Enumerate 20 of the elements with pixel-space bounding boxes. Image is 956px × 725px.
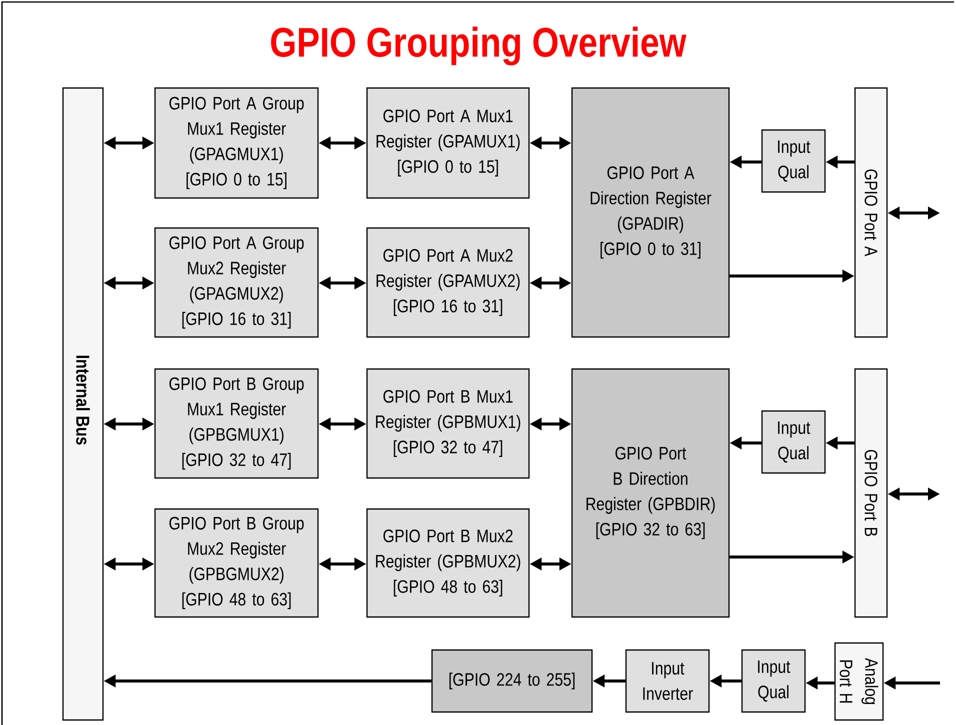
process-box: Input Inverter xyxy=(625,649,710,713)
register-box: GPIO Port A Group Mux1 Register (GPAGMUX1) [GPIO 0 to 15] xyxy=(154,87,319,199)
bus-bar: Internal Bus xyxy=(62,87,104,721)
register-box: GPIO Port B Group Mux2 Register (GPBGMUX2) [GPIO 48 to 63] xyxy=(154,508,319,618)
register-box: GPIO Port A Group Mux2 Register (GPAGMUX2) [GPIO 16 to 31] xyxy=(154,227,319,338)
register-box: GPIO Port A Mux2 Register (GPAMUX2) [GPIO 16 to 31] xyxy=(366,227,530,338)
process-box: Input Qual xyxy=(761,410,826,474)
register-box: GPIO Port B Mux2 Register (GPBMUX2) [GPIO 48 to 63] xyxy=(366,508,530,618)
port-bar: GPIO Port B xyxy=(854,368,888,618)
process-box: Input Qual xyxy=(741,649,806,713)
register-box: GPIO Port B Direction Register (GPBDIR) [GPIO 32 to 63] xyxy=(571,368,730,618)
register-box: GPIO Port B Mux1 Register (GPBMUX1) [GPIO 32 to 47] xyxy=(366,368,530,479)
title: GPIO Grouping Overview xyxy=(271,26,686,66)
register-box: GPIO Port B Group Mux1 Register (GPBGMUX1) [GPIO 32 to 47] xyxy=(154,368,319,479)
process-box: Input Qual xyxy=(761,129,826,193)
register-box: GPIO Port A Mux1 Register (GPAMUX1) [GPIO 0 to 15] xyxy=(366,87,530,199)
register-box: [GPIO 224 to 255] xyxy=(431,649,593,713)
port-box: Analog Port H xyxy=(834,642,884,721)
register-box: GPIO Port A Direction Register (GPADIR) [GPIO 0 to 31] xyxy=(571,87,730,338)
port-bar: GPIO Port A xyxy=(854,87,888,338)
